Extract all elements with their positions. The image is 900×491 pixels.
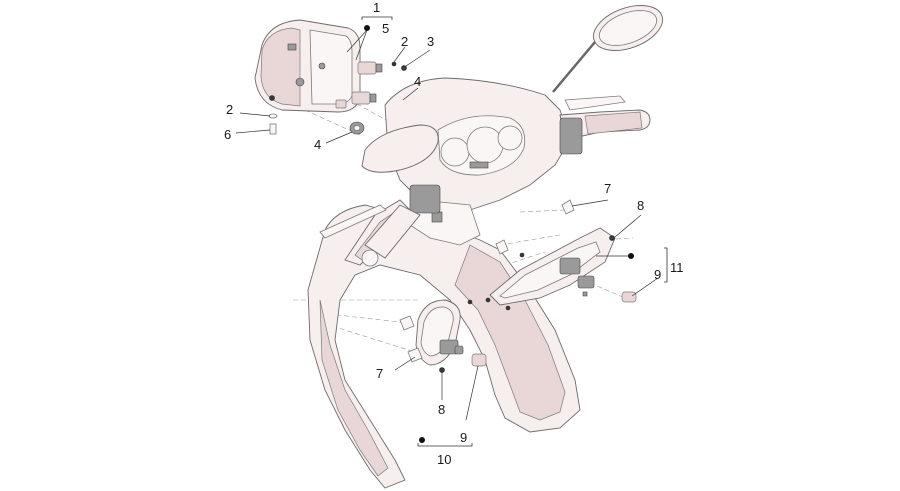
callout-8-right: 8 — [637, 198, 644, 213]
screw-right-2 — [505, 305, 511, 311]
rubber-grommet-lower — [349, 121, 365, 135]
callout-2-lower: 2 — [226, 102, 233, 117]
small-bulb — [335, 99, 347, 109]
turn-signal-bulb-upper — [621, 291, 637, 303]
callout-leaders — [235, 16, 668, 447]
headlight-assembly — [254, 19, 361, 113]
callout-6: 6 — [224, 127, 231, 142]
callout-7-right: 7 — [604, 181, 611, 196]
callout-5: 5 — [382, 21, 389, 36]
washer — [268, 113, 278, 119]
fork-stem — [361, 204, 421, 267]
clip-nut-left-2 — [407, 347, 423, 363]
screw-left — [467, 297, 491, 305]
callout-2-upper: 2 — [401, 34, 408, 49]
right-handlebar-grip — [559, 109, 651, 155]
bullet-markers — [364, 25, 634, 443]
left-turn-signal — [415, 299, 464, 373]
turn-signal-bulb-lower — [471, 353, 487, 367]
clip-nut-upper — [561, 199, 575, 215]
brake-lever — [564, 95, 626, 111]
screw-upper — [391, 61, 407, 71]
callout-9-right: 9 — [654, 267, 661, 282]
headlight-bulb-upper — [357, 61, 383, 75]
callout-11: 11 — [670, 260, 684, 275]
mirror — [552, 5, 663, 93]
screw-lower — [269, 123, 277, 135]
callout-1: 1 — [373, 0, 380, 15]
left-brake-lever — [319, 204, 387, 239]
callout-10: 10 — [437, 452, 451, 467]
headlight-bulb-lower — [351, 91, 377, 105]
callout-labels: 1 5 2 3 4 2 6 4 7 8 11 9 7 8 9 10 — [224, 0, 684, 467]
callout-4-lower: 4 — [314, 137, 321, 152]
right-turn-signal — [489, 227, 616, 306]
callout-7-left: 7 — [376, 366, 383, 381]
callout-9-left: 9 — [460, 430, 467, 445]
front-shield — [307, 77, 581, 489]
callout-3: 3 — [427, 34, 434, 49]
clip-nut-left-1 — [399, 315, 415, 331]
screw-right-1 — [519, 252, 525, 258]
callout-4-upper: 4 — [414, 74, 421, 89]
callout-8-left: 8 — [438, 402, 445, 417]
clip-nut-right — [495, 239, 509, 255]
